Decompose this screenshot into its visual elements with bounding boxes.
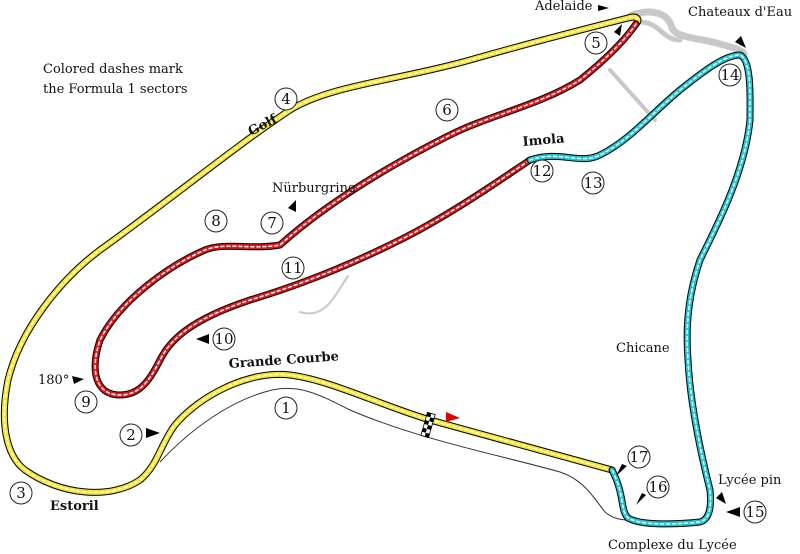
- turn-marker-17: 17: [616, 445, 651, 476]
- turn-marker-2: 2: [119, 423, 160, 447]
- corner-label-imola: Imola: [522, 131, 566, 150]
- svg-text:15: 15: [745, 503, 764, 521]
- pointer-arrow-icon: [735, 36, 746, 48]
- svg-text:1: 1: [281, 399, 291, 417]
- corner-label-estoril: Estoril: [50, 499, 99, 514]
- turn-marker-4: 4: [274, 87, 298, 111]
- pointer-arrow-icon: [72, 376, 84, 384]
- turn-marker-8: 8: [204, 209, 228, 233]
- pointer-arrow-icon: [598, 5, 609, 11]
- turn-marker-12: 12: [530, 159, 554, 183]
- sector-2-track: [91, 20, 640, 399]
- turn-markers: 1 2 3 4 5 6 7 8 9 10 11 12 13 14 15 16 1…: [9, 24, 767, 524]
- corner-label-complexe: Complexe du Lycée: [608, 538, 737, 553]
- turn-marker-9: 9: [74, 390, 98, 414]
- svg-text:9: 9: [81, 393, 91, 411]
- turn-marker-7: 7: [260, 211, 284, 235]
- legend-note-line-2: the Formula 1 sectors: [43, 82, 188, 97]
- pointer-arrow-icon: [716, 492, 726, 504]
- turn-marker-10: 10: [196, 327, 236, 351]
- svg-text:13: 13: [583, 174, 602, 192]
- svg-text:10: 10: [214, 330, 233, 348]
- turn-marker-14: 14: [718, 63, 742, 87]
- turn-marker-15: 15: [726, 500, 767, 524]
- turn-marker-16: 16: [636, 475, 670, 505]
- start-finish-line: [420, 411, 436, 439]
- alternative-track-layouts: [299, 8, 748, 315]
- corner-label-grande-courbe: Grande Courbe: [228, 349, 339, 372]
- corner-label-180: 180°: [38, 373, 69, 388]
- turn-marker-1: 1: [274, 396, 298, 420]
- corner-label-adelaide: Adelaide: [534, 0, 593, 14]
- turn-marker-13: 13: [581, 171, 605, 195]
- corner-label-lycee-pin: Lycée pin: [718, 473, 782, 488]
- alt-link-center: [299, 275, 349, 315]
- svg-text:3: 3: [16, 484, 26, 502]
- svg-text:14: 14: [720, 66, 739, 84]
- race-direction-arrow: [446, 412, 460, 422]
- svg-text:8: 8: [211, 212, 221, 230]
- corner-label-chicane: Chicane: [616, 341, 670, 356]
- svg-text:11: 11: [283, 259, 302, 277]
- svg-text:7: 7: [267, 214, 277, 232]
- svg-text:16: 16: [648, 478, 667, 496]
- alt-link-diagonal: [608, 68, 657, 122]
- turn-marker-3: 3: [9, 481, 33, 505]
- sector-1-track: [0, 13, 642, 496]
- legend-note-line-1: Colored dashes mark: [43, 62, 183, 77]
- svg-text:4: 4: [281, 90, 291, 108]
- corner-label-chateaux: Chateaux d'Eau: [688, 5, 792, 20]
- turn-marker-5: 5: [584, 24, 622, 55]
- svg-text:12: 12: [532, 162, 551, 180]
- svg-text:2: 2: [126, 426, 136, 444]
- alt-link-top-short: [637, 19, 683, 43]
- svg-text:5: 5: [591, 34, 601, 52]
- turn-marker-6: 6: [435, 98, 459, 122]
- corner-label-nurburgring: Nürburgring: [272, 181, 356, 196]
- sector-3-track: [526, 51, 754, 528]
- pointer-arrow-icon: [288, 200, 296, 212]
- turn-marker-11: 11: [281, 256, 305, 280]
- svg-text:17: 17: [629, 448, 648, 466]
- svg-text:6: 6: [442, 101, 452, 119]
- alt-link-top: [626, 8, 748, 58]
